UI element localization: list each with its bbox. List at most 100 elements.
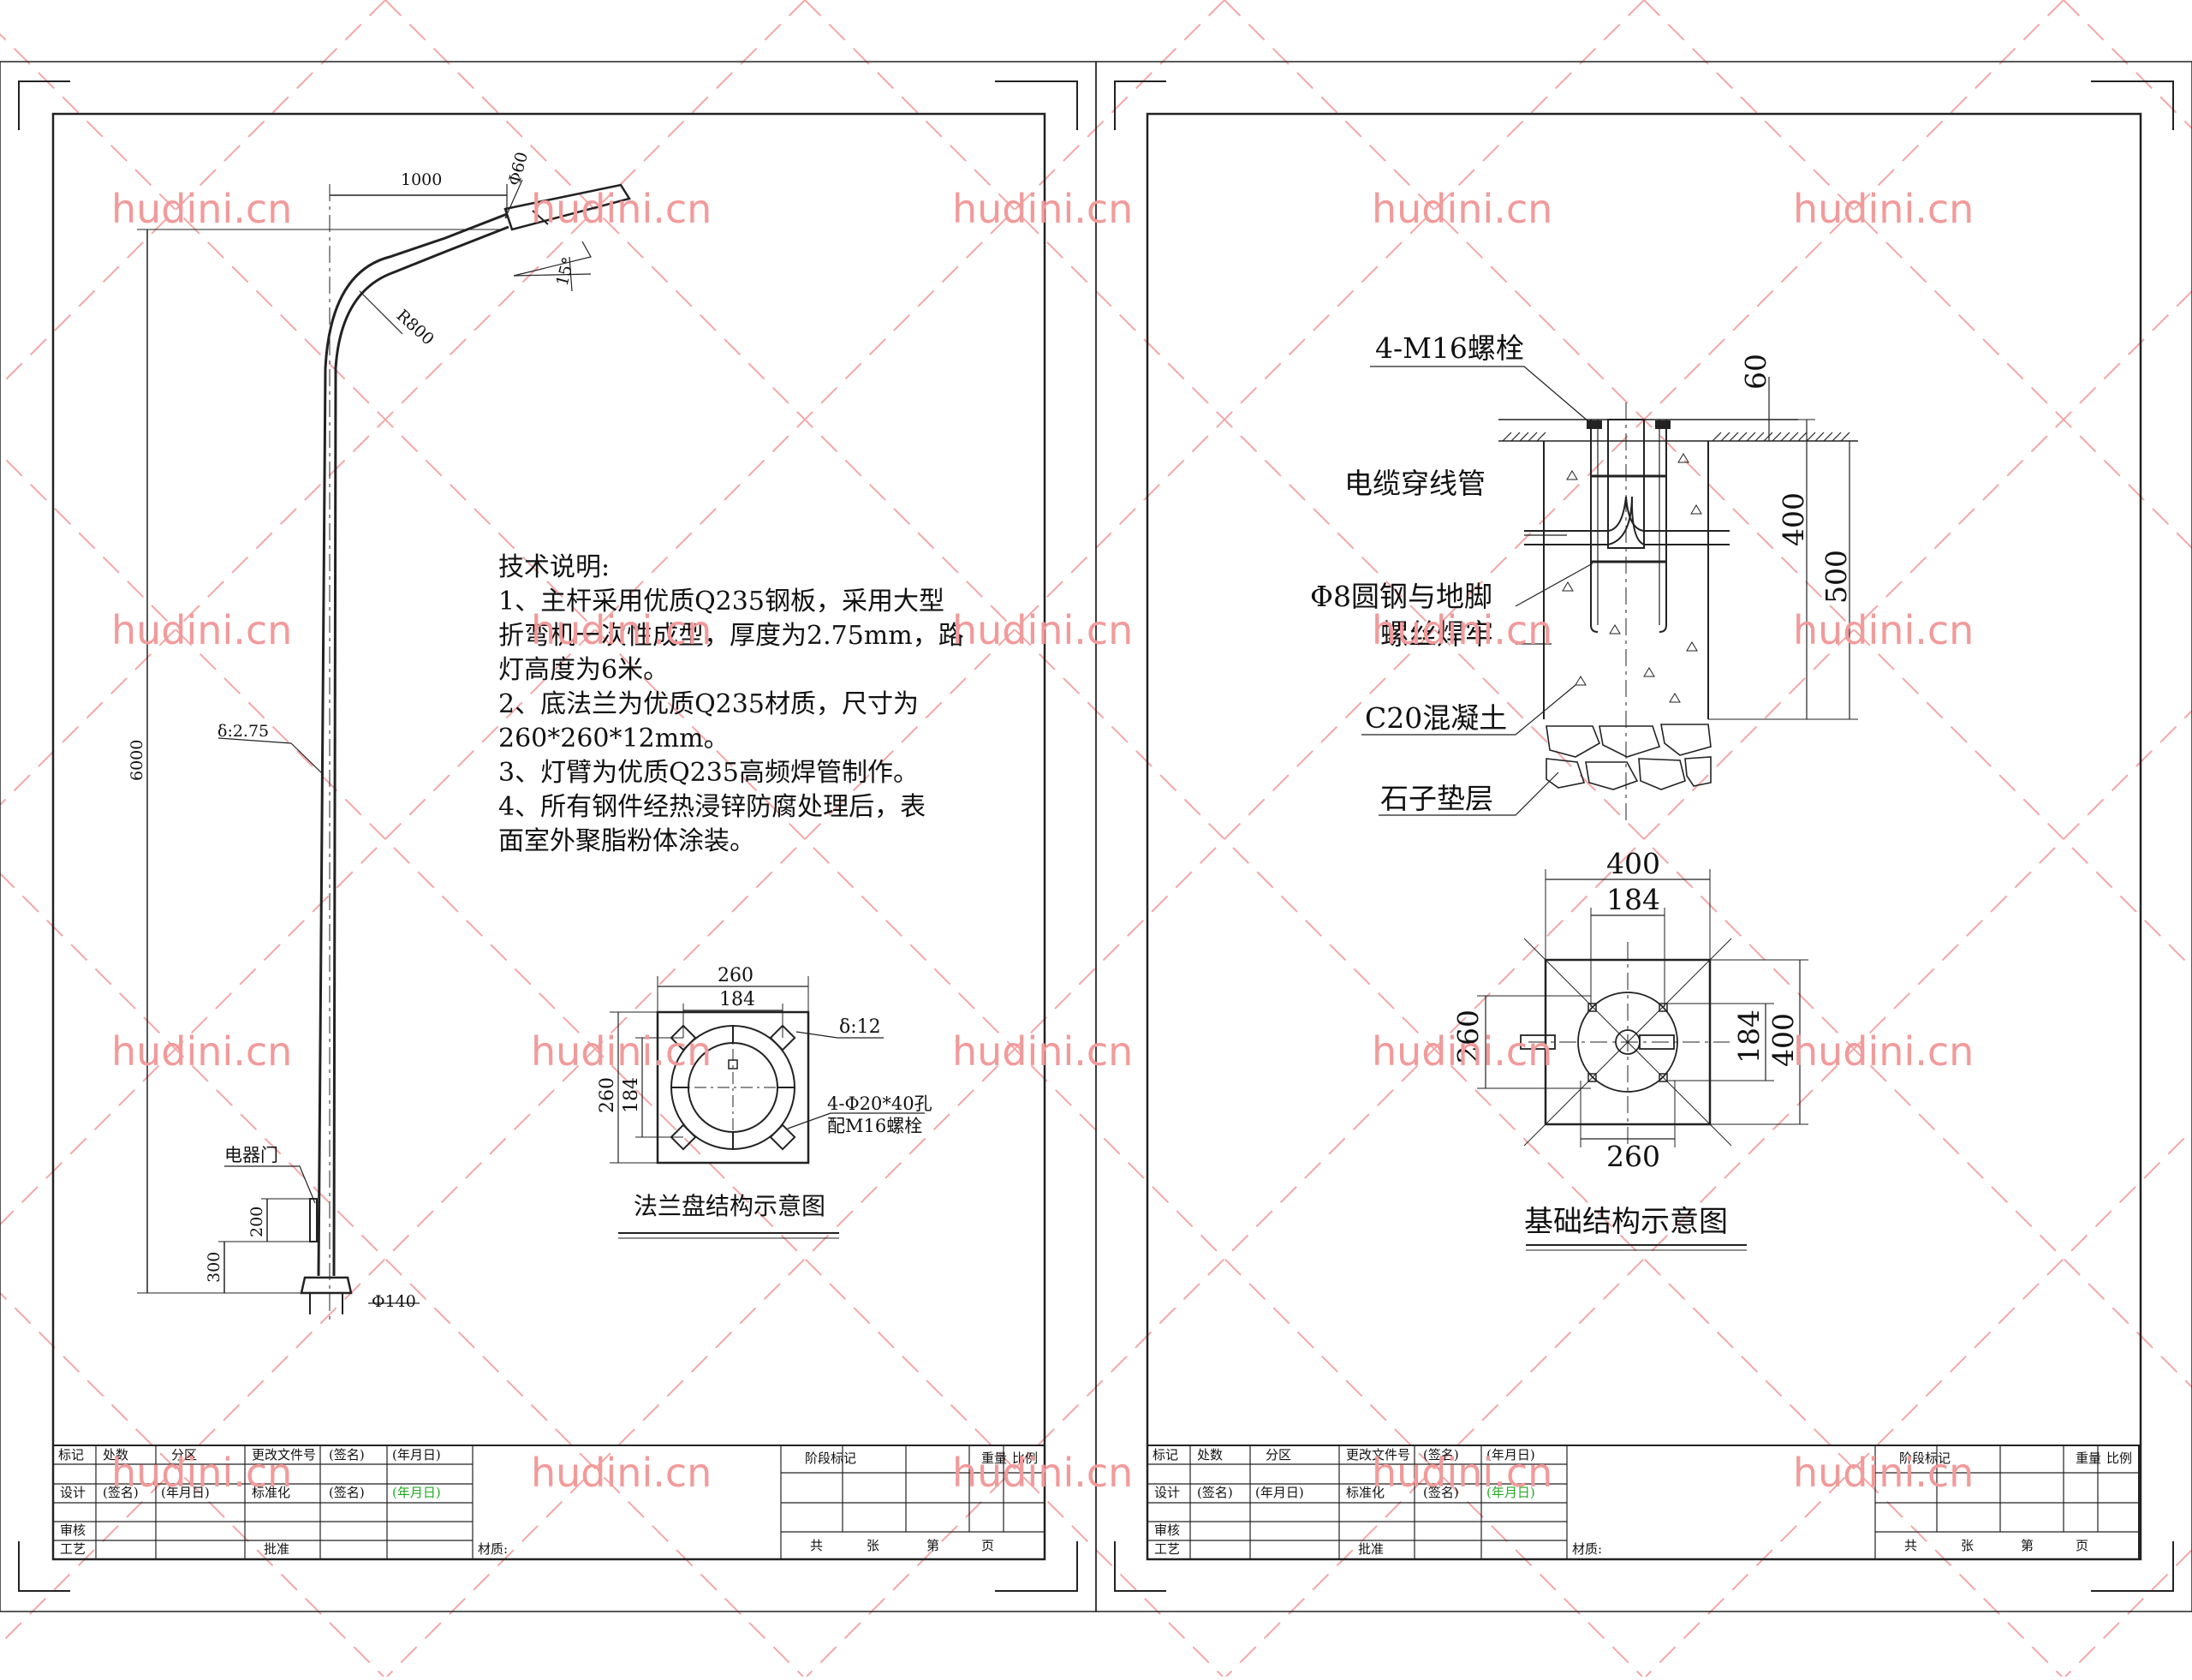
tb-scale: 比例 <box>1012 1451 1038 1466</box>
label-concrete: C20混凝土 <box>1365 701 1507 735</box>
tb-sheets: 共 <box>1904 1538 1917 1553</box>
watermark: hudini.cn <box>111 607 292 653</box>
watermark: hudini.cn <box>531 1028 712 1075</box>
tb-row2: (签名) <box>329 1485 365 1500</box>
section-text: 4-M16螺栓 电缆穿线管 Φ8圆钢与地脚 螺丝焊牢 C20混凝土 石子垫层 6… <box>1310 331 1853 815</box>
tb-row1: (签名) <box>329 1447 365 1463</box>
watermark: hudini.cn <box>1372 186 1552 232</box>
plan-w400: 400 <box>1606 847 1660 880</box>
watermark: hudini.cn <box>1372 607 1552 653</box>
plan-h400: 400 <box>1766 1013 1800 1067</box>
foundation-title: 基础结构示意图 <box>1524 1205 1728 1239</box>
tech-title: 技术说明: <box>498 552 610 582</box>
tb-stage: 阶段标记 <box>805 1451 856 1466</box>
tb-row1: 分区 <box>1266 1447 1291 1463</box>
dim-60: 60 <box>1739 354 1772 390</box>
plan-w184: 184 <box>1606 883 1660 916</box>
watermark-text: hudini.cn hudini.cn hudini.cn hudini.cn hudi… <box>111 186 1974 1496</box>
plan-text: 400 184 260 184 400 260 基础结构示意图 <box>1451 847 1800 1239</box>
tech-line: 面室外聚脂粉体涂装。 <box>498 826 755 856</box>
tb-row1: (年月日) <box>1486 1447 1535 1463</box>
watermark: hudini.cn <box>1793 1028 1974 1075</box>
tb-row2: 标准化 <box>252 1485 290 1500</box>
tb-row1: 标记 <box>1153 1447 1178 1463</box>
tb-row2: 标准化 <box>1346 1485 1385 1500</box>
watermark: hudini.cn <box>952 1450 1133 1496</box>
watermark: hudini.cn <box>952 607 1133 653</box>
tb-row2: (签名) <box>103 1485 139 1500</box>
flange-title: 法兰盘结构示意图 <box>634 1192 825 1220</box>
tb-row3: 审核 <box>60 1522 86 1538</box>
dim-angle: 15° <box>553 255 579 288</box>
tb-row2: (年月日) <box>1486 1485 1535 1500</box>
flange-h: 260 <box>597 1077 618 1113</box>
tech-line: 260*260*12mm。 <box>498 724 730 754</box>
watermark: hudini.cn <box>952 186 1133 232</box>
foundation-section <box>1361 366 1858 822</box>
dim-thickness: δ:2.75 <box>217 722 269 741</box>
dim-door-base: 300 <box>205 1252 223 1283</box>
plan-h184: 184 <box>1732 1010 1766 1063</box>
tb-row1: 更改文件号 <box>1346 1447 1410 1463</box>
tb-scale: 比例 <box>2106 1451 2132 1466</box>
tb-sheets: 第 <box>926 1538 939 1553</box>
pole-elevation <box>137 179 631 1323</box>
tech-line: 4、所有钢件经热浸锌防腐处理后，表 <box>498 792 926 822</box>
flange-bolts: 配M16螺栓 <box>827 1116 922 1136</box>
watermark: hudini.cn <box>111 186 292 232</box>
title-block-right: 标记处数分区更改文件号(签名)(年月日)设计(签名)(年月日)标准化(签名)(年… <box>1147 1445 2140 1560</box>
tb-stage: 阶段标记 <box>1899 1451 1951 1466</box>
watermark: hudini.cn <box>952 1028 1133 1075</box>
tb-material: 材质: <box>478 1541 508 1557</box>
dim-arm: 1000 <box>401 170 442 189</box>
tb-row3: 审核 <box>1154 1522 1180 1538</box>
watermark: hudini.cn <box>111 1028 292 1075</box>
flange-plan <box>610 976 925 1239</box>
tb-row1: (签名) <box>1423 1447 1459 1463</box>
tb-row2: (签名) <box>1197 1485 1233 1500</box>
tech-line: 2、底法兰为优质Q235材质，尺寸为 <box>498 689 919 719</box>
technical-notes: 技术说明: 1、主杆采用优质Q235钢板，采用大型折弯机一次性成型，厚度为2.7… <box>498 552 964 856</box>
watermark: hudini.cn <box>531 1450 712 1496</box>
tb-sheets: 共 <box>810 1538 823 1553</box>
label-steel-1: Φ8圆钢与地脚 <box>1310 580 1492 613</box>
tb-sheets: 张 <box>867 1538 879 1553</box>
tb-row2: (年月日) <box>1255 1485 1304 1500</box>
tb-row1: (年月日) <box>392 1447 441 1463</box>
label-conduit: 电缆穿线管 <box>1344 467 1486 500</box>
tb-row2: (年月日) <box>161 1485 210 1500</box>
tb-row1: 更改文件号 <box>252 1447 316 1463</box>
watermark: hudini.cn <box>1372 1450 1552 1496</box>
dim-door-height: 200 <box>247 1206 266 1237</box>
dim-height: 6000 <box>128 740 146 781</box>
flange-holes: 4-Φ20*40孔 <box>827 1093 932 1114</box>
dim-pipe: Φ60 <box>505 150 533 188</box>
watermark: hudini.cn <box>531 607 712 653</box>
flange-text: 260 184 260 184 δ:12 4-Φ20*40孔 配M16螺栓 法兰… <box>597 965 932 1220</box>
dim-radius: R800 <box>393 306 438 349</box>
tb-sheets: 页 <box>2076 1538 2088 1553</box>
label-bolt: 4-M16螺栓 <box>1375 331 1524 365</box>
dim-base-dia: Φ140 <box>372 1292 416 1311</box>
tb-row2: 设计 <box>1154 1485 1180 1500</box>
tb-row1: 处数 <box>103 1447 128 1463</box>
tb-material: 材质: <box>1572 1541 1602 1557</box>
dim-500: 500 <box>1820 550 1853 604</box>
label-gravel: 石子垫层 <box>1380 782 1493 815</box>
tb-weight: 重量 <box>2076 1451 2101 1466</box>
watermark: hudini.cn <box>1372 1028 1552 1075</box>
tb-weight: 重量 <box>981 1451 1007 1466</box>
flange-h2: 184 <box>621 1077 642 1113</box>
tb-row1: 分区 <box>171 1447 197 1463</box>
label-steel-2: 螺丝焊牢 <box>1380 617 1493 651</box>
tech-line: 3、灯臂为优质Q235高频焊管制作。 <box>498 758 919 788</box>
title-block-left: 标记处数分区更改文件号(签名)(年月日)设计(签名)(年月日)标准化(签名)(年… <box>52 1445 1045 1560</box>
door-label: 电器门 <box>224 1145 278 1165</box>
watermark: hudini.cn <box>111 1450 292 1496</box>
frames <box>0 61 2192 1612</box>
tb-row4: 批准 <box>1358 1541 1384 1557</box>
tb-row4: 工艺 <box>60 1541 86 1557</box>
tb-row2: (年月日) <box>392 1485 441 1500</box>
watermark: hudini.cn <box>531 186 712 232</box>
